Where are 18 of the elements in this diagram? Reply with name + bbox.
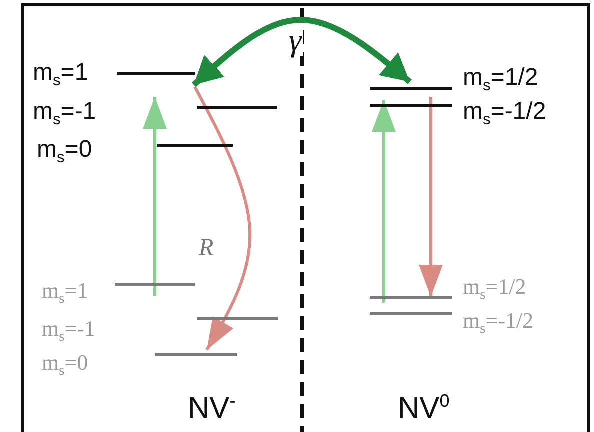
arrow [143, 97, 167, 296]
level-label: m$_{s}$=1 [33, 61, 88, 85]
arrow [194, 86, 252, 351]
state-label: NV$^{-}$ [188, 394, 236, 424]
level-label: m$_{s}$=0 [42, 352, 88, 374]
level-label: m$_{s}$=1/2 [463, 276, 526, 298]
level-label: m$_{s}$=-1/2 [463, 310, 534, 332]
arrow [192, 17, 412, 88]
level-label: m$_{s}$=-1 [33, 100, 96, 124]
level-label: m$_{s}$=1/2 [463, 66, 538, 90]
level-label: m$_{s}$=-1 [42, 318, 96, 340]
level-label: m$_{s}$=1 [42, 280, 88, 302]
arrow [419, 97, 443, 297]
arrow [372, 100, 396, 303]
edge-label: γ [288, 24, 303, 56]
level-label: m$_{s}$=-1/2 [463, 100, 546, 124]
state-label: NV$^{0}$ [398, 394, 450, 424]
level-label: m$_{s}$=0 [37, 138, 92, 162]
